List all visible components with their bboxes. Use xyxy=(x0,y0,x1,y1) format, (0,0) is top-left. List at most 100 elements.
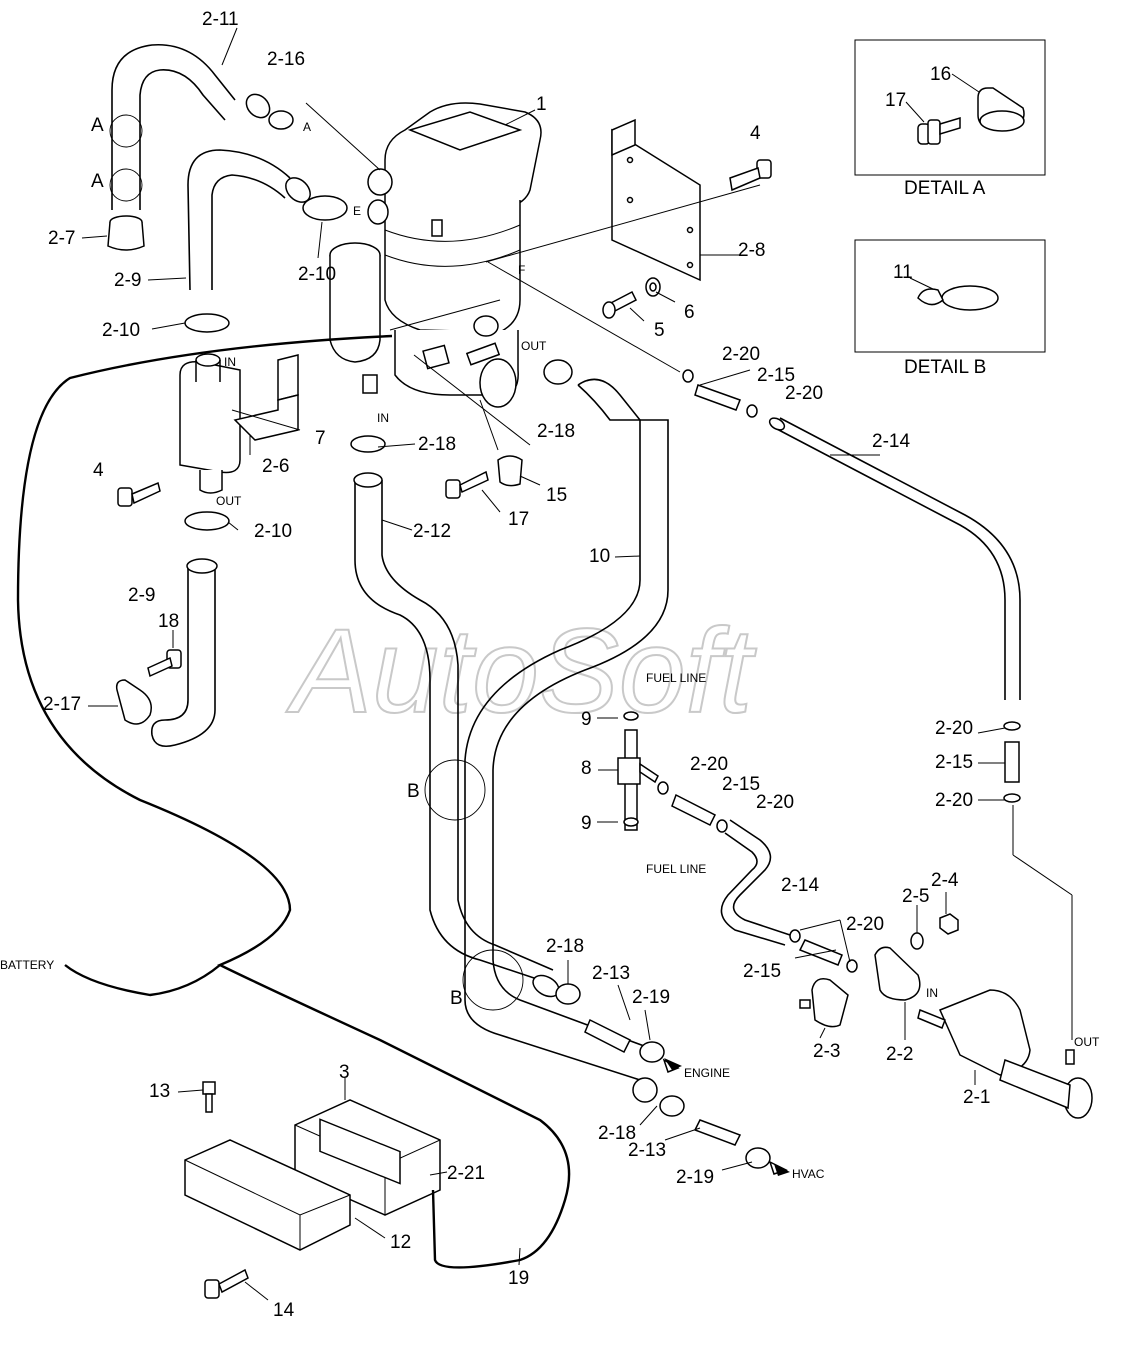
marker-a-2: A xyxy=(91,171,104,192)
callout-4-top: 4 xyxy=(750,123,761,144)
callout-5: 5 xyxy=(654,320,665,341)
hose-2-9-lower xyxy=(150,558,218,748)
callout-2-14-mid: 2-14 xyxy=(781,875,819,896)
hose-2-14-mid xyxy=(720,819,791,946)
muffler-2-6 xyxy=(179,353,241,494)
callout-2-10-lower: 2-10 xyxy=(254,521,292,542)
callout-4-left: 4 xyxy=(93,460,104,481)
clamp-2-18-out xyxy=(543,359,573,385)
callout-8: 8 xyxy=(581,758,592,779)
callout-2-14-right: 2-14 xyxy=(872,431,910,452)
washer-6 xyxy=(645,277,661,297)
callout-2-3: 2-3 xyxy=(813,1041,840,1062)
bracket-2-2 xyxy=(874,946,921,1001)
bolt-18 xyxy=(147,649,182,678)
callout-18: 18 xyxy=(158,611,179,632)
bracket-2-8 xyxy=(611,118,701,282)
marker-a-1: A xyxy=(91,115,104,136)
clamp-2-16 xyxy=(268,110,294,130)
callout-3: 3 xyxy=(339,1062,350,1083)
callout-15: 15 xyxy=(546,485,567,506)
callout-2-15-g: 2-15 xyxy=(743,961,781,982)
callout-2-20-c: 2-20 xyxy=(690,754,728,775)
callout-2-20-d: 2-20 xyxy=(756,792,794,813)
callout-2-16: 2-16 xyxy=(267,49,305,70)
callout-2-15-a: 2-15 xyxy=(757,365,795,386)
callout-2-11: 2-11 xyxy=(202,9,239,30)
callout-2-18-in: 2-18 xyxy=(418,434,456,455)
callout-2-20-f: 2-20 xyxy=(935,790,973,811)
callout-17: 17 xyxy=(508,509,529,530)
detail-b-callout-11: 11 xyxy=(893,262,913,283)
hose-2-14-right xyxy=(768,417,1021,700)
leader-lines xyxy=(81,27,1073,1301)
callout-2-20-g: 2-20 xyxy=(846,914,884,935)
callout-2-6: 2-6 xyxy=(262,456,289,477)
label-battery: BATTERY xyxy=(0,958,54,972)
clamp-2-10-mid xyxy=(184,313,230,333)
callout-2-21: 2-21 xyxy=(447,1163,485,1184)
label-fuel-line-top: FUEL LINE xyxy=(646,671,706,685)
heater-unit-1 xyxy=(329,102,542,408)
label-in-top: IN xyxy=(377,411,389,425)
clamp-2-17 xyxy=(115,679,152,725)
callout-6: 6 xyxy=(684,302,695,323)
tube-2-13-a xyxy=(584,1018,632,1054)
nut-2-4 xyxy=(939,913,959,935)
clip-15 xyxy=(497,455,523,487)
label-out-right: OUT xyxy=(1074,1035,1100,1049)
clamp-2-18-lower-a xyxy=(555,983,581,1005)
coupler-2-7 xyxy=(107,215,145,251)
marker-b-1: B xyxy=(407,781,420,802)
callout-2-15-e: 2-15 xyxy=(935,752,973,773)
tube-2-13-b xyxy=(693,1119,742,1146)
callout-2-10-upper: 2-10 xyxy=(298,264,336,285)
callout-2-18-top: 2-18 xyxy=(537,421,575,442)
marker-e: E xyxy=(353,204,361,218)
callout-2-10-mid: 2-10 xyxy=(102,320,140,341)
callout-2-19-a: 2-19 xyxy=(632,987,670,1008)
callout-2-1: 2-1 xyxy=(963,1087,990,1108)
callout-2-9-lower: 2-9 xyxy=(128,585,155,606)
hvac-arrow xyxy=(774,1164,790,1176)
bracket-12 xyxy=(184,1139,351,1251)
fitting-2-15-right xyxy=(1003,721,1021,803)
marker-a-3: A xyxy=(303,120,311,134)
callout-2-9-upper: 2-9 xyxy=(114,270,141,291)
hose-10 xyxy=(462,378,669,1081)
callout-9-top: 9 xyxy=(581,709,592,730)
marker-b-2: B xyxy=(450,988,463,1009)
detail-a-title: DETAIL A xyxy=(904,178,986,199)
callout-9-bottom: 9 xyxy=(581,813,592,834)
callout-2-20-a: 2-20 xyxy=(722,344,760,365)
callout-2-17: 2-17 xyxy=(43,694,81,715)
callouts: 2-11 2-16 1 2-7 2-9 2-10 2-10 4 2-8 6 5 … xyxy=(43,9,990,1321)
callout-2-8: 2-8 xyxy=(738,240,765,261)
detail-a-callout-17: 17 xyxy=(885,90,906,111)
detail-a-box: 16 17 DETAIL A xyxy=(854,39,1046,199)
hose-2-12 xyxy=(353,472,560,998)
callout-12: 12 xyxy=(390,1232,411,1253)
bolt-17 xyxy=(445,470,489,499)
bolt-4-top xyxy=(729,159,772,192)
fuel-pump-2-1 xyxy=(917,989,1093,1119)
wire-harness-19 xyxy=(16,334,571,1269)
label-out-top: OUT xyxy=(521,339,547,353)
callout-7: 7 xyxy=(315,428,326,449)
label-in-muffler: IN xyxy=(224,355,236,369)
marker-f: F xyxy=(518,263,525,277)
callout-2-20-b: 2-20 xyxy=(785,383,823,404)
clamp-2-18-in xyxy=(350,435,386,453)
detail-b-box: 11 DETAIL B xyxy=(854,239,1046,378)
tee-fitting-8 xyxy=(617,711,659,831)
clamp-2-10-lower xyxy=(184,511,230,531)
callout-2-2: 2-2 xyxy=(886,1044,913,1065)
fitting-2-15-mid xyxy=(657,781,728,833)
callout-2-12: 2-12 xyxy=(413,521,451,542)
callout-2-19-b: 2-19 xyxy=(676,1167,714,1188)
callout-2-18-lower-a: 2-18 xyxy=(546,936,584,957)
bolt-13 xyxy=(202,1081,216,1113)
label-in-pump: IN xyxy=(926,986,938,1000)
